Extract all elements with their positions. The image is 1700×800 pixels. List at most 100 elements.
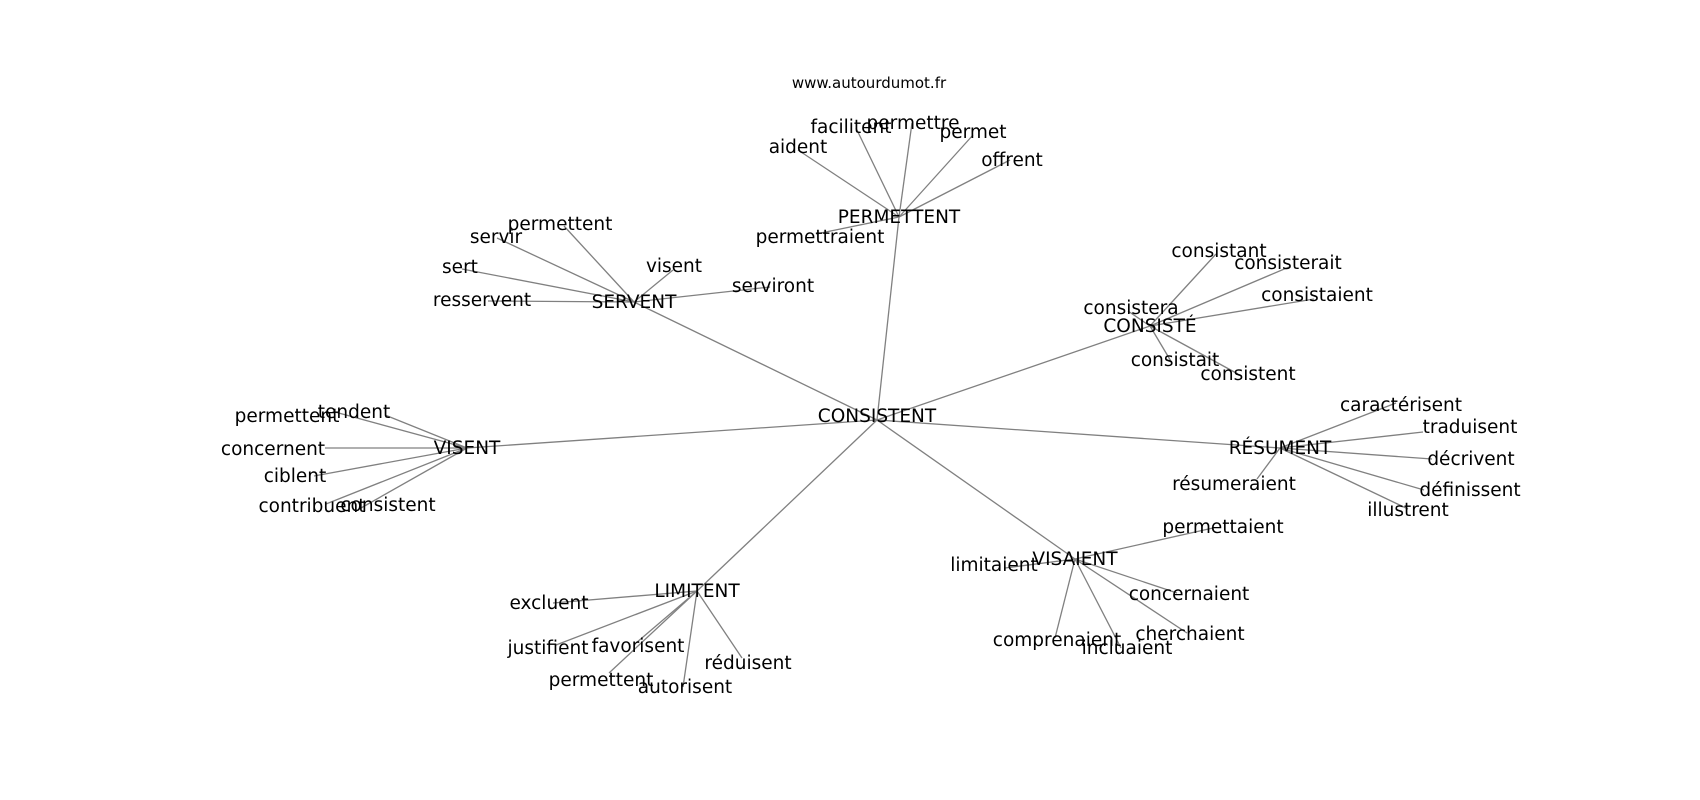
edge-limitent-permettent: [608, 590, 698, 674]
edge-visaient-incluaient: [1074, 558, 1122, 649]
leaf-node-label[interactable]: permettent: [549, 670, 654, 691]
leaf-node-label[interactable]: cherchaient: [1135, 624, 1244, 645]
edge-résument-illustrent: [1279, 447, 1409, 510]
edge-permettent-offrent: [898, 159, 1011, 218]
edge-center-visent: [466, 419, 878, 449]
edge-center-servent: [633, 301, 878, 421]
edge-servent-serviront: [633, 286, 771, 303]
hub-node-label[interactable]: SERVENT: [592, 292, 677, 313]
leaf-node-label[interactable]: permet: [939, 122, 1006, 143]
leaf-node-label[interactable]: définissent: [1419, 480, 1520, 501]
leaf-node-label[interactable]: limitaient: [950, 555, 1038, 576]
edge-résument-caractérisent: [1279, 402, 1397, 449]
leaf-node-label[interactable]: consistent: [340, 495, 435, 516]
leaf-node-label[interactable]: illustrent: [1367, 500, 1449, 521]
edge-servent-visent: [633, 269, 674, 303]
leaf-node-label[interactable]: serviront: [732, 276, 814, 297]
edge-visaient-concernaient: [1074, 558, 1178, 594]
edge-servent-resservent: [487, 300, 635, 303]
leaf-node-label[interactable]: caractérisent: [1340, 395, 1462, 416]
leaf-node-label[interactable]: excluent: [509, 593, 588, 614]
hub-node-label[interactable]: RÉSUMENT: [1229, 437, 1332, 459]
edge-center-consisté: [876, 325, 1151, 421]
leaf-node-label[interactable]: offrent: [981, 150, 1043, 171]
edge-permettent-aident: [797, 149, 900, 218]
edge-limitent-excluent: [552, 590, 698, 604]
hub-node-label[interactable]: VISAIENT: [1032, 549, 1118, 570]
edge-permettent-permet: [898, 134, 974, 218]
leaf-node-label[interactable]: sert: [442, 257, 478, 278]
leaf-node-label[interactable]: resservent: [433, 290, 531, 311]
leaf-node-label[interactable]: décrivent: [1427, 449, 1514, 470]
edge-servent-servir: [496, 237, 635, 303]
edge-visaient-cherchaient: [1074, 558, 1188, 634]
edge-permettent-permettre: [898, 122, 913, 218]
leaf-node-label[interactable]: consistent: [1200, 364, 1295, 385]
leaf-node-label[interactable]: visent: [646, 256, 702, 277]
leaf-node-label[interactable]: ciblent: [264, 466, 327, 487]
leaf-node-label[interactable]: concernaient: [1129, 584, 1250, 605]
center-node-label[interactable]: CONSISTENT: [818, 406, 937, 427]
edge-layer: [313, 122, 1433, 688]
leaf-node-label[interactable]: permettre: [867, 113, 960, 134]
leaf-node-label[interactable]: favorisent: [592, 636, 685, 657]
leaf-node-label[interactable]: servir: [470, 227, 523, 248]
edge-résument-résumeraient: [1256, 447, 1281, 480]
site-watermark: www.autourdumot.fr: [792, 74, 947, 92]
leaf-node-label[interactable]: permettent: [508, 214, 613, 235]
leaf-node-label[interactable]: tendent: [318, 402, 390, 423]
edge-visent-consistent: [360, 447, 468, 509]
edge-visaient-permettaient: [1074, 527, 1214, 560]
edge-résument-traduisent: [1279, 431, 1424, 449]
leaf-node-label[interactable]: incluaient: [1082, 638, 1173, 659]
edge-résument-décrivent: [1279, 447, 1433, 460]
leaf-node-label[interactable]: consistaient: [1261, 285, 1373, 306]
edge-limitent-autorisent: [682, 590, 698, 688]
leaf-node-label[interactable]: comprenaient: [993, 630, 1121, 651]
label-layer: www.autourdumot.fr CONSISTENT aidentfacil…: [221, 74, 1521, 698]
leaf-node-label[interactable]: traduisent: [1423, 417, 1518, 438]
edge-servent-sert: [461, 268, 635, 303]
edge-permettent-permettraient: [815, 216, 900, 235]
edge-consisté-consistent: [1149, 325, 1239, 375]
edge-consisté-consistant: [1149, 253, 1217, 327]
edge-résument-définissent: [1279, 447, 1425, 491]
hub-node-label[interactable]: VISENT: [434, 438, 501, 459]
leaf-node-label[interactable]: consistera: [1083, 298, 1178, 319]
edge-visaient-limitaient: [1004, 558, 1076, 569]
hub-node-label[interactable]: LIMITENT: [654, 581, 740, 602]
leaf-node-label[interactable]: permettaient: [1162, 517, 1283, 538]
edge-visaient-comprenaient: [1054, 558, 1076, 639]
edge-limitent-justifient: [555, 590, 698, 646]
leaf-node-label[interactable]: réduisent: [704, 653, 791, 674]
leaf-node-label[interactable]: concernent: [221, 439, 325, 460]
edge-center-résument: [876, 419, 1281, 449]
leaf-node-label[interactable]: consisterait: [1234, 253, 1342, 274]
edge-center-visaient: [876, 419, 1076, 560]
edge-consisté-consistait: [1149, 325, 1173, 364]
leaf-node-label[interactable]: permettent: [235, 406, 340, 427]
leaf-node-label[interactable]: résumeraient: [1172, 474, 1296, 495]
leaf-node-label[interactable]: autorisent: [638, 677, 732, 698]
leaf-node-label[interactable]: consistant: [1171, 241, 1266, 262]
edge-visent-tendent: [384, 414, 468, 449]
leaf-node-label[interactable]: justifient: [507, 638, 589, 659]
leaf-node-label[interactable]: aident: [769, 137, 828, 158]
edge-visent-contribuent: [325, 447, 468, 505]
edge-visent-ciblent: [313, 447, 468, 477]
edge-visent-permettent: [334, 411, 468, 449]
leaf-node-label[interactable]: contribuent: [258, 496, 365, 517]
hub-node-label[interactable]: PERMETTENT: [838, 207, 961, 228]
edge-consisté-consistera: [1127, 310, 1151, 327]
leaf-node-label[interactable]: consistait: [1131, 350, 1220, 371]
leaf-node-label[interactable]: facilitent: [810, 117, 891, 138]
hub-node-label[interactable]: CONSISTÉ: [1103, 315, 1196, 337]
leaf-node-label[interactable]: permettraient: [756, 227, 885, 248]
edge-consisté-consisterait: [1149, 266, 1290, 327]
edge-limitent-réduisent: [696, 590, 743, 659]
edge-servent-permettent: [563, 225, 635, 303]
edge-permettent-facilitent: [855, 127, 900, 218]
edge-center-permettent: [876, 216, 900, 421]
edge-consisté-consistaient: [1149, 298, 1315, 327]
